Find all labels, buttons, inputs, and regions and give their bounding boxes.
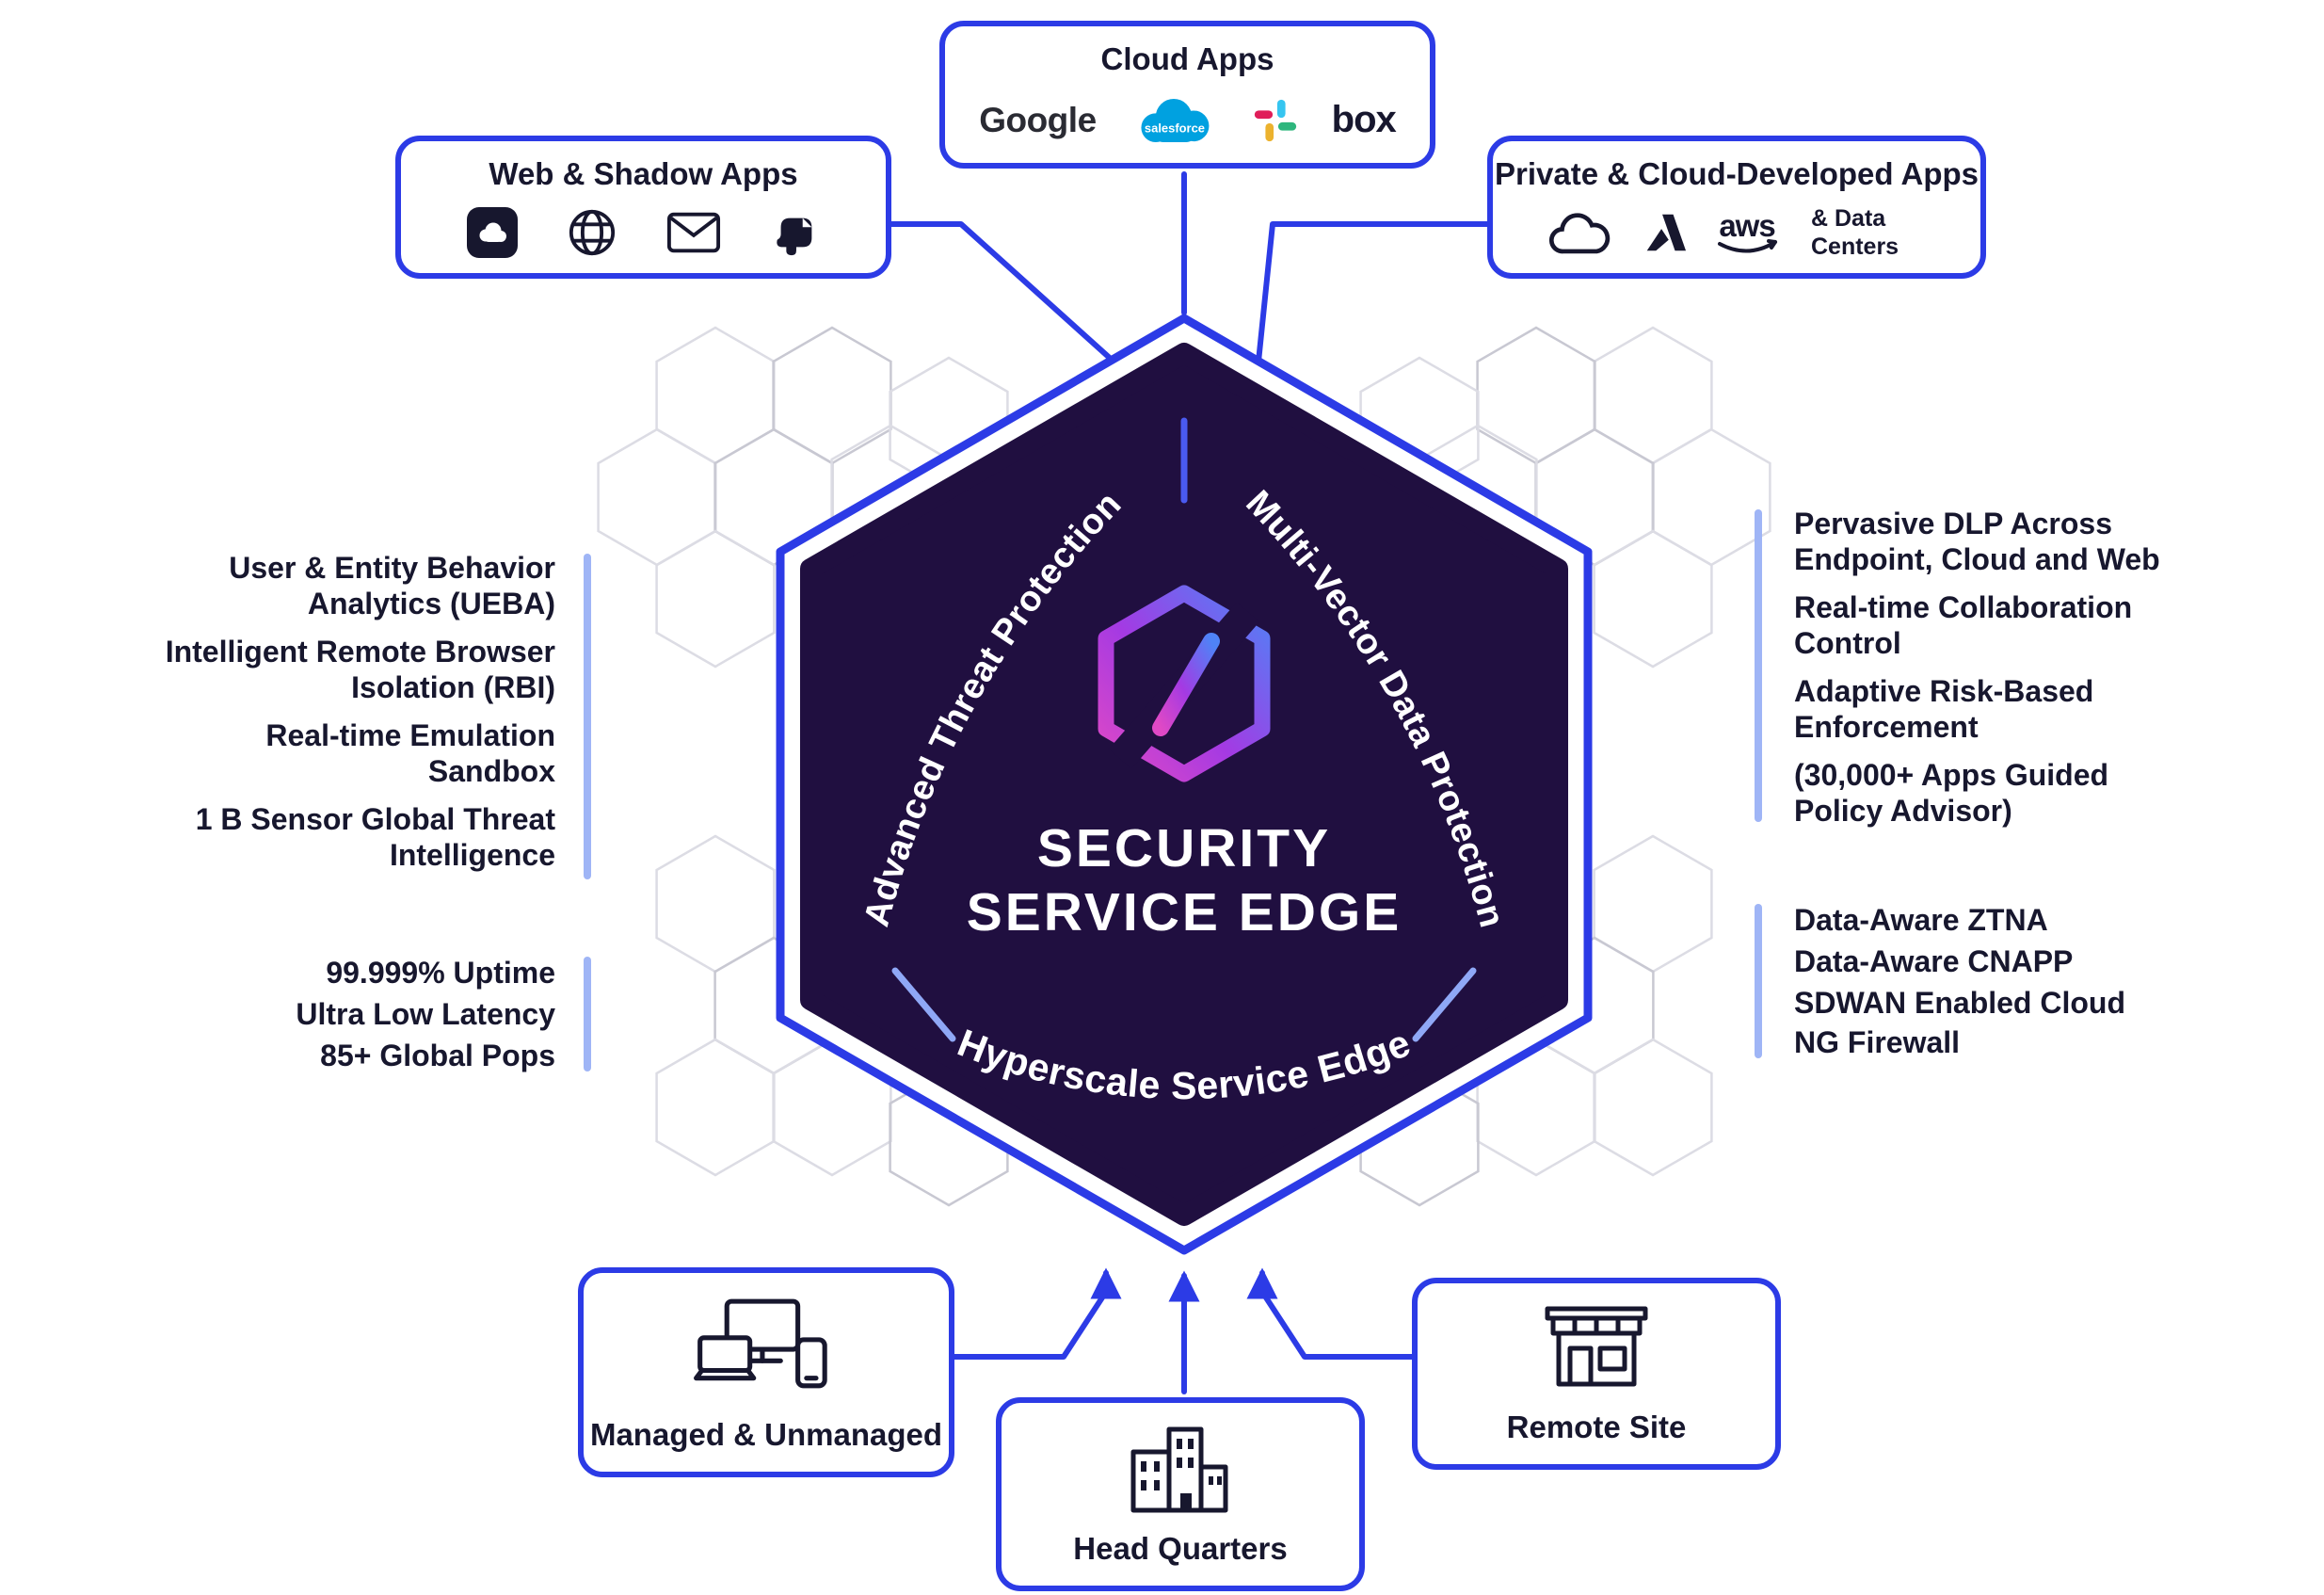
globe-icon — [569, 209, 615, 256]
connector-remote-arrow — [1246, 1267, 1415, 1360]
right-accent-bar-1 — [1755, 509, 1762, 822]
right-feature-group-1: Pervasive DLP Across Endpoint, Cloud and… — [1794, 506, 2203, 841]
left-feature-group-2: 99.999% Uptime Ultra Low Latency 85+ Glo… — [141, 953, 555, 1077]
feature-item: 99.999% Uptime — [326, 956, 555, 990]
headquarters-label: Head Quarters — [1073, 1531, 1288, 1566]
cloud-apps-title: Cloud Apps — [1100, 41, 1274, 76]
feature-item: Data-Aware ZTNA — [1794, 903, 2048, 937]
remote-site-label: Remote Site — [1506, 1410, 1687, 1444]
connector-private-apps — [1256, 221, 1490, 364]
private-apps-title: Private & Cloud-Developed Apps — [1494, 156, 1979, 191]
right-feature-group-2: Data-Aware ZTNA Data-Aware CNAPP SDWAN E… — [1794, 900, 2142, 1064]
cloud-apps-box: Cloud Apps Google salesforce box — [939, 21, 1435, 169]
mail-icon — [666, 212, 720, 253]
feature-item: Ultra Low Latency — [296, 997, 555, 1031]
google-cloud-icon — [1548, 213, 1611, 254]
accent-bottom-right — [1412, 967, 1477, 1042]
web-shadow-apps-title: Web & Shadow Apps — [489, 156, 798, 191]
web-shadow-apps-icons — [401, 192, 886, 273]
connector-web-shadow — [889, 221, 1114, 362]
left-accent-bar-1 — [584, 554, 591, 879]
remote-site-box: Remote Site — [1412, 1278, 1781, 1470]
feature-item: 85+ Global Pops — [320, 1039, 555, 1072]
managed-unmanaged-box: Managed & Unmanaged — [578, 1267, 954, 1477]
right-accent-bar-2 — [1755, 904, 1762, 1058]
box-logo: box — [1331, 99, 1397, 140]
managed-unmanaged-label: Managed & Unmanaged — [589, 1417, 943, 1452]
inner-dark-hexagon — [800, 343, 1568, 1226]
cloud-apps-logos: Google salesforce box — [945, 77, 1430, 163]
feature-item: User & Entity Behavior Analytics (UEBA) — [229, 551, 555, 620]
svg-text:salesforce: salesforce — [1145, 121, 1205, 135]
feature-item: Pervasive DLP Across Endpoint, Cloud and… — [1794, 507, 2160, 576]
azure-icon — [1646, 214, 1687, 251]
sse-title-line1: SECURITY — [1037, 818, 1331, 878]
accent-bottom-left — [891, 967, 956, 1042]
sse-title-line2: SERVICE EDGE — [967, 882, 1402, 942]
private-apps-box: Private & Cloud-Developed Apps aws & Dat… — [1487, 136, 1986, 279]
evernote-icon — [776, 218, 811, 256]
sse-logo-icon — [1098, 585, 1271, 782]
buildings-icon — [1002, 1403, 1359, 1531]
storefront-icon — [1418, 1283, 1775, 1410]
feature-item: Intelligent Remote Browser Isolation (RB… — [165, 635, 555, 704]
feature-item: Real-time Collaboration Control — [1794, 590, 2133, 660]
cloud-app-icon — [466, 207, 518, 258]
private-apps-icons: aws & Data Centers — [1493, 192, 1980, 273]
feature-item: Real-time Emulation Sandbox — [265, 718, 555, 788]
connector-managed-arrow — [951, 1267, 1122, 1360]
feature-item: Adaptive Risk-Based Enforcement — [1794, 674, 2094, 744]
connector-lines — [889, 171, 1490, 1394]
data-centers-label: & Data Centers — [1811, 205, 1899, 260]
feature-item: SDWAN Enabled Cloud NG Firewall — [1794, 986, 2125, 1059]
salesforce-logo: salesforce — [1141, 98, 1210, 142]
accent-segments — [891, 417, 1477, 1042]
devices-icon — [584, 1273, 949, 1417]
google-logo: Google — [979, 100, 1097, 139]
left-accent-bar-2 — [584, 957, 591, 1071]
feature-item: Data-Aware CNAPP — [1794, 944, 2074, 978]
slack-icon — [1254, 99, 1296, 141]
left-feature-group-1: User & Entity Behavior Analytics (UEBA) … — [141, 550, 555, 885]
headquarters-box: Head Quarters — [996, 1397, 1365, 1591]
web-shadow-apps-box: Web & Shadow Apps — [395, 136, 891, 279]
feature-item: (30,000+ Apps Guided Policy Advisor) — [1794, 758, 2109, 828]
aws-logo: aws — [1718, 208, 1777, 253]
svg-text:aws: aws — [1719, 208, 1774, 243]
feature-item: 1 B Sensor Global Threat Intelligence — [195, 802, 555, 872]
